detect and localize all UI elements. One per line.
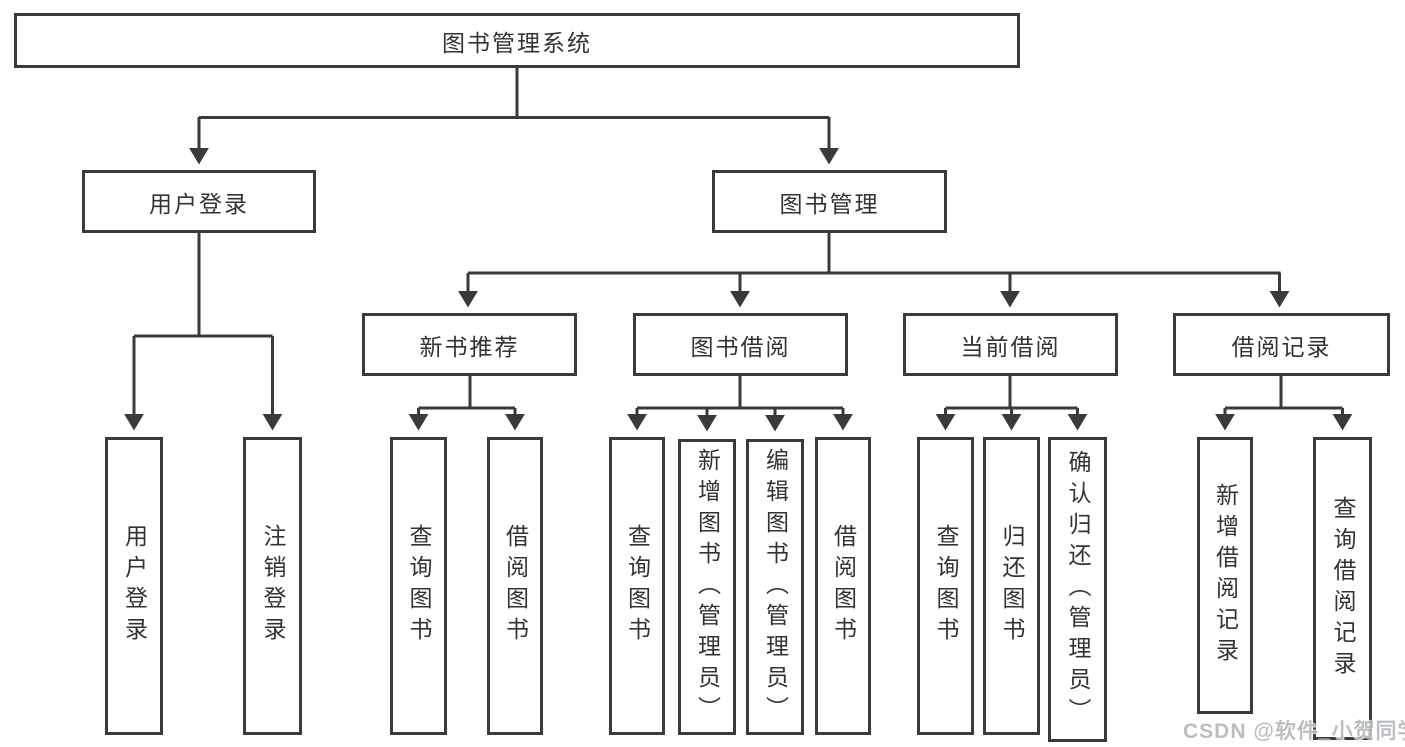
leaf-borrow-borrow-book: 借阅图书 (815, 437, 871, 735)
leaf-user-login: 用户登录 (105, 437, 163, 735)
node-borrow-records: 借阅记录 (1173, 313, 1390, 376)
node-current-borrow: 当前借阅 (903, 313, 1118, 376)
leaf-rec-query-book: 查询图书 (390, 437, 447, 735)
leaf-current-return-book: 归还图书 (983, 437, 1040, 735)
leaf-records-query-record: 查询借阅记录 (1313, 437, 1372, 740)
leaf-current-query-book: 查询图书 (917, 437, 974, 735)
leaf-borrow-edit-book-admin: 编辑图书（管理员） (746, 439, 804, 735)
node-root-system: 图书管理系统 (14, 13, 1020, 68)
node-new-book-recommend: 新书推荐 (362, 313, 577, 376)
leaf-borrow-query-book: 查询图书 (609, 437, 665, 735)
leaf-borrow-add-book-admin: 新增图书（管理员） (678, 439, 736, 735)
leaf-logout: 注销登录 (243, 437, 302, 735)
node-user-login: 用户登录 (82, 170, 316, 233)
node-book-borrow: 图书借阅 (633, 313, 848, 376)
leaf-rec-borrow-book: 借阅图书 (487, 437, 543, 735)
leaf-records-add-record: 新增借阅记录 (1197, 437, 1253, 714)
leaf-current-confirm-return-admin: 确认归还（管理员） (1048, 437, 1107, 742)
connector-trunks (134, 68, 1343, 410)
watermark: CSDN @软件_小贺同学 (1183, 720, 1405, 743)
node-book-management: 图书管理 (712, 170, 947, 233)
